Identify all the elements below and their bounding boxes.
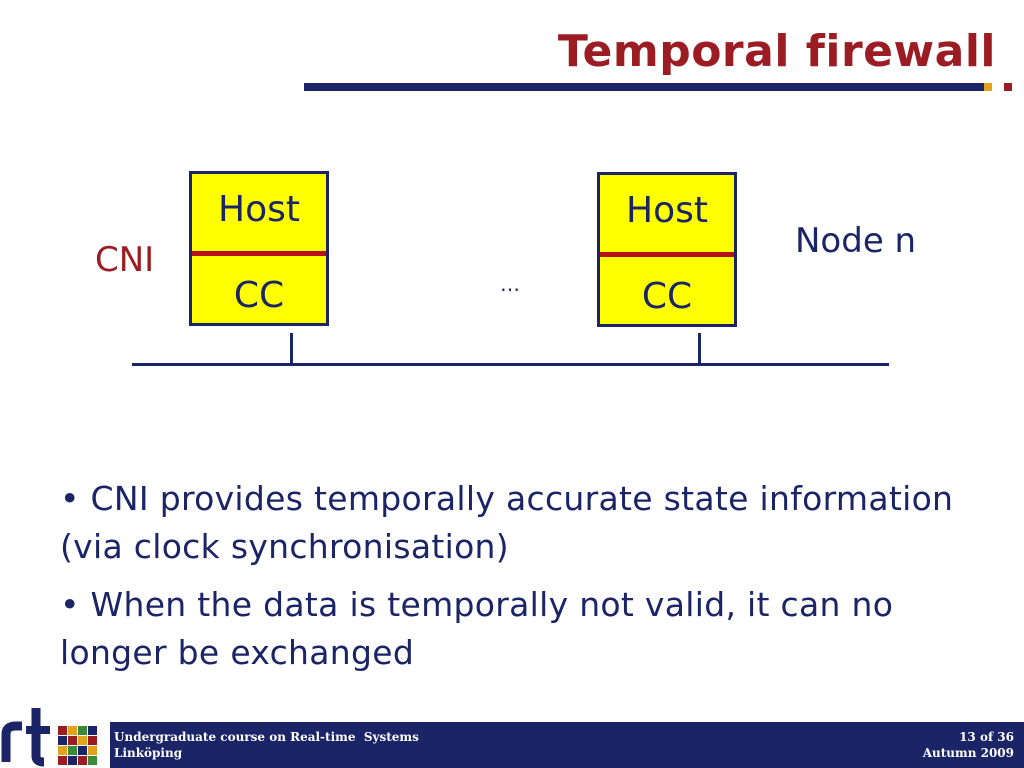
network-bus [132, 363, 889, 366]
slide-title: Temporal firewall [557, 26, 996, 77]
footer-course: Undergraduate course on Real-time System… [114, 730, 419, 744]
bullet-item: • CNI provides temporally accurate state… [60, 479, 954, 566]
page-number: 13 of 36 [959, 730, 1014, 744]
footer-term: Autumn 2009 [922, 746, 1014, 760]
node-n-label: Node n [795, 221, 917, 261]
cni-label: CNI [95, 240, 155, 280]
cni-divider [192, 251, 326, 256]
title-underline [304, 83, 984, 91]
bullet-item: • When the data is temporally not valid,… [60, 585, 894, 672]
title-accent-square [984, 83, 992, 91]
footer-location: Linköping [114, 746, 183, 760]
node-box: Host CC [189, 171, 329, 326]
ellipsis: … [500, 272, 520, 296]
cc-label: CC [233, 275, 285, 316]
host-label: Host [218, 189, 300, 230]
rts-logo-icon [0, 708, 110, 768]
host-label: Host [626, 190, 708, 231]
node-connector [290, 333, 293, 365]
title-accent-square [1004, 83, 1012, 91]
cc-label: CC [641, 276, 693, 317]
bullet-list: • CNI provides temporally accurate state… [60, 475, 960, 687]
footer-page-info: 13 of 36 Autumn 2009 [923, 729, 1014, 761]
footer-bar [0, 722, 1024, 768]
footer-course-info: Undergraduate course on Real-time System… [114, 729, 419, 761]
node-box: Host CC [597, 172, 737, 327]
node-connector [698, 333, 701, 365]
cni-divider [600, 252, 734, 257]
